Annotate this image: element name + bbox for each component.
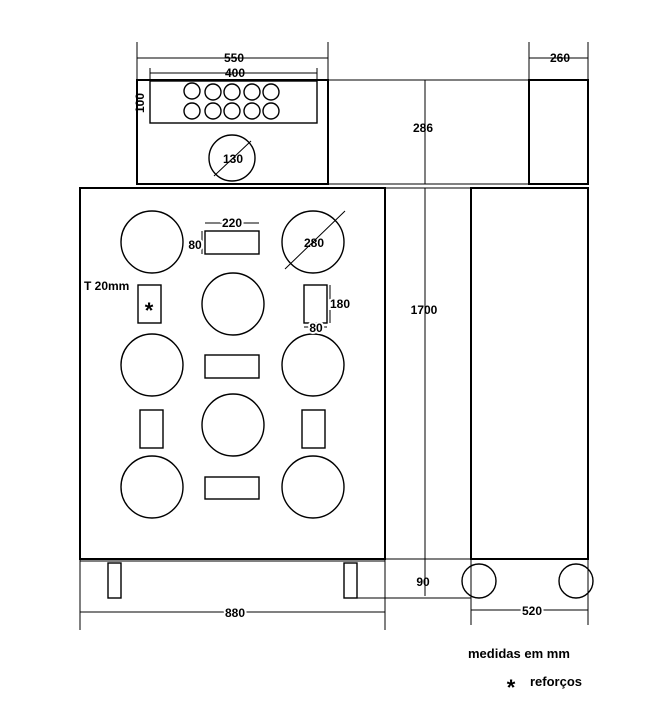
units-note: medidas em mm — [468, 646, 570, 661]
knob — [204, 83, 222, 101]
port-vertical — [303, 284, 328, 324]
port-vertical — [301, 409, 326, 449]
front-foot — [107, 562, 122, 599]
speaker-driver — [201, 272, 265, 336]
dim-90-label: 90 — [416, 575, 430, 589]
knob — [183, 102, 201, 120]
legend-asterisk: * — [507, 675, 516, 700]
dim-260-label: 260 — [550, 51, 570, 65]
dim-220-label: 220 — [222, 216, 242, 230]
cabinet-side: 520 — [461, 187, 594, 625]
knob — [223, 83, 241, 101]
dim-520-label: 520 — [522, 604, 542, 618]
speaker-driver — [120, 210, 184, 274]
dim-400-label: 400 — [225, 66, 245, 80]
dim-180-label: 180 — [330, 297, 350, 311]
knob — [243, 83, 261, 101]
knob — [262, 83, 280, 101]
head-dimensions: 550 400 100 — [133, 42, 329, 123]
port-vertical — [139, 409, 164, 449]
cabinet-front: 280 220 80 180 80 T 20mm * — [79, 187, 386, 560]
caster-wheel — [461, 563, 497, 599]
speaker-driver — [281, 455, 345, 519]
knob — [262, 102, 280, 120]
speaker-driver — [120, 455, 184, 519]
dim-80b-label: 80 — [309, 321, 323, 335]
knob-row-top — [183, 82, 280, 101]
thickness-label: T 20mm — [84, 279, 129, 293]
dim-1700-label: 1700 — [411, 303, 438, 317]
port-horizontal — [204, 476, 260, 500]
head-side-box — [528, 79, 589, 185]
cabinet-side-box — [470, 187, 589, 560]
dim-100-label: 100 — [133, 93, 147, 113]
ports — [137, 230, 328, 500]
knob — [183, 82, 201, 100]
height-dimensions: 286 1700 90 — [411, 80, 438, 596]
caster-wheel — [558, 563, 594, 599]
knob — [223, 102, 241, 120]
dim-286-label: 286 — [413, 121, 433, 135]
head-hole-diameter-line — [213, 140, 252, 177]
knob — [243, 102, 261, 120]
speaker-driver — [281, 333, 345, 397]
head-hole-label: 130 — [223, 152, 243, 166]
reinforcement-block — [137, 284, 162, 324]
reinforcement-asterisk: * — [145, 298, 154, 323]
speaker-driver — [201, 393, 265, 457]
port-horizontal — [204, 230, 260, 255]
dim-550-label: 550 — [224, 51, 244, 65]
cabinet-base: 880 — [79, 559, 471, 630]
dim-280-label: 280 — [304, 236, 324, 250]
knob — [204, 102, 222, 120]
dim-880-label: 880 — [225, 606, 245, 620]
head-front: 130 — [136, 79, 329, 185]
legend-reinforcement-label: reforços — [530, 674, 582, 689]
legend: medidas em mm * reforços — [468, 646, 582, 700]
speaker-driver — [120, 333, 184, 397]
front-foot — [343, 562, 358, 599]
woofer-diameter-line — [284, 210, 346, 270]
head-side: 260 — [528, 42, 589, 185]
port-horizontal — [204, 354, 260, 379]
dim-80a-label: 80 — [188, 238, 202, 252]
knob-row-bottom — [183, 102, 280, 120]
